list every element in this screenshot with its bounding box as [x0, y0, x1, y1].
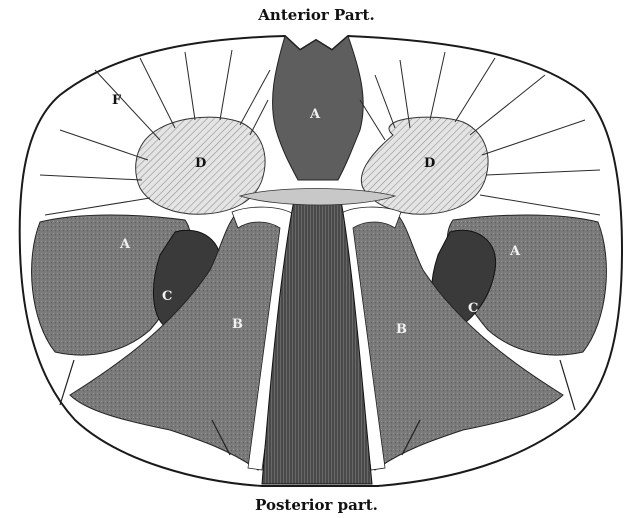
label-D-right: D	[424, 156, 435, 171]
label-C-right: C	[468, 301, 478, 316]
label-center-A: A	[309, 107, 321, 122]
label-A-right: A	[509, 244, 521, 259]
label-B-left: B	[232, 317, 243, 332]
label-F: F	[112, 93, 122, 108]
label-A-left: A	[119, 237, 131, 252]
label-D-left: D	[195, 156, 206, 171]
label-B-right: B	[396, 322, 407, 337]
label-C-left: C	[162, 289, 172, 304]
